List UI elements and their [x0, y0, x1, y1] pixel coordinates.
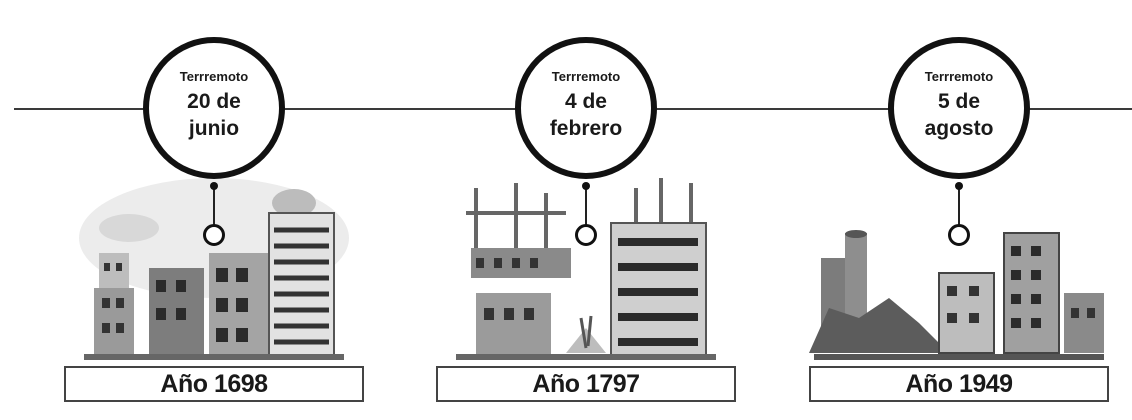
- timeline-event-1797: Terrremoto 4 de febrero Año 1797: [436, 0, 736, 420]
- ruined-city-illustration-1797: [456, 178, 716, 360]
- event-date: 20 de junio: [187, 89, 241, 140]
- event-type-label: Terrremoto: [551, 68, 621, 84]
- year-label-box: Año 1698: [64, 366, 364, 402]
- year-label: Año 1698: [160, 369, 268, 398]
- event-date-circle: Terrremoto 20 de junio: [143, 37, 285, 179]
- pin-stem: [958, 186, 960, 226]
- pin-ring: [948, 224, 970, 246]
- year-label: Año 1797: [532, 369, 640, 398]
- event-date-circle: Terrremoto 4 de febrero: [515, 37, 657, 179]
- pin-stem: [585, 186, 587, 226]
- event-date-circle: Terrremoto 5 de agosto: [888, 37, 1030, 179]
- timeline-event-1698: Terrremoto 20 de junio Año 1698: [64, 0, 364, 420]
- pin-ring: [203, 224, 225, 246]
- pin-stem: [213, 186, 215, 226]
- ruined-city-illustration-1698: [79, 178, 349, 360]
- pin-dot: [210, 182, 218, 190]
- pin-dot: [955, 182, 963, 190]
- year-label-box: Año 1797: [436, 366, 736, 402]
- year-label-box: Año 1949: [809, 366, 1109, 402]
- pin-ring: [575, 224, 597, 246]
- pin-dot: [582, 182, 590, 190]
- timeline-event-1949: Terrremoto 5 de agosto Año 1949: [809, 0, 1109, 420]
- year-label: Año 1949: [905, 369, 1013, 398]
- event-type-label: Terrremoto: [924, 68, 994, 84]
- ruined-city-illustration-1949: [809, 230, 1104, 360]
- event-type-label: Terrremoto: [179, 68, 249, 84]
- event-date: 5 de agosto: [924, 89, 994, 140]
- event-date: 4 de febrero: [549, 89, 623, 140]
